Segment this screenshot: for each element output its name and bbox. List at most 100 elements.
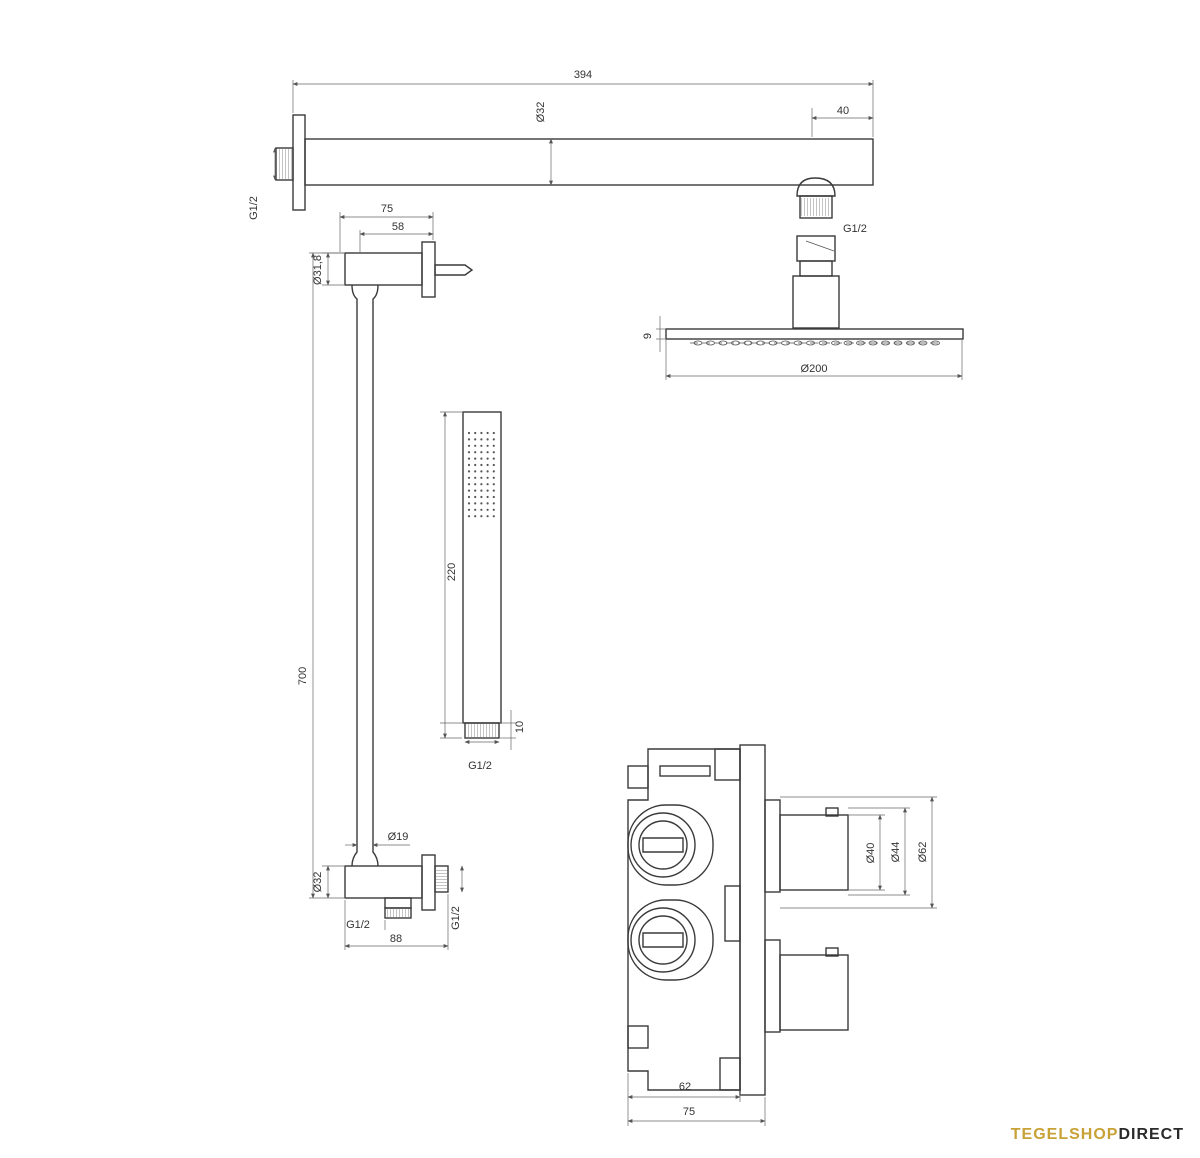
dim-arm-end: 40 bbox=[837, 105, 849, 117]
spray-nozzle bbox=[486, 451, 489, 454]
rain-nozzle bbox=[881, 340, 890, 346]
spray-nozzle bbox=[492, 444, 495, 447]
rain-nozzle bbox=[931, 340, 940, 346]
rain-nozzle bbox=[781, 340, 790, 346]
rain-nozzle bbox=[806, 340, 815, 346]
spray-nozzle bbox=[474, 431, 477, 435]
rain-nozzle bbox=[893, 340, 903, 346]
spray-nozzle bbox=[492, 495, 495, 499]
concealed-valve bbox=[627, 744, 849, 1096]
spray-nozzle bbox=[467, 457, 471, 460]
dim-arm-length: 394 bbox=[574, 69, 592, 81]
spray-nozzle bbox=[492, 431, 495, 435]
spray-nozzle bbox=[467, 470, 471, 473]
dim-hand-thread-len: 10 bbox=[514, 721, 526, 733]
rain-nozzle bbox=[906, 340, 915, 346]
rain-nozzle bbox=[693, 340, 703, 346]
spray-nozzle bbox=[474, 438, 477, 441]
rain-nozzle bbox=[731, 340, 740, 346]
spray-nozzle bbox=[492, 508, 495, 511]
spray-nozzle bbox=[486, 470, 489, 473]
rain-nozzle bbox=[868, 340, 878, 346]
spray-nozzle bbox=[480, 470, 483, 473]
dim-arm-diameter: Ø32 bbox=[535, 102, 547, 123]
spray-nozzle bbox=[474, 444, 477, 447]
spray-nozzle bbox=[467, 495, 471, 499]
spray-nozzle bbox=[467, 515, 471, 518]
spray-nozzle bbox=[492, 457, 495, 460]
spray-nozzle bbox=[486, 502, 489, 505]
rain-nozzle bbox=[793, 340, 803, 346]
rain-nozzle bbox=[756, 340, 765, 346]
rain-nozzle bbox=[768, 340, 778, 346]
dim-valve-d62: Ø62 bbox=[917, 842, 929, 863]
spray-nozzle bbox=[480, 515, 483, 518]
spray-nozzle bbox=[474, 515, 477, 518]
spray-nozzle bbox=[467, 508, 471, 511]
spray-nozzle bbox=[474, 489, 477, 492]
spray-nozzle bbox=[486, 515, 489, 518]
spray-nozzle bbox=[474, 502, 477, 505]
rain-nozzle bbox=[831, 340, 840, 346]
spray-nozzle bbox=[480, 476, 483, 479]
spray-nozzle bbox=[467, 444, 471, 447]
dim-hand-length: 220 bbox=[446, 563, 458, 581]
dim-valve-d40: Ø40 bbox=[865, 843, 877, 864]
spray-nozzle bbox=[474, 457, 477, 460]
dim-outlet-thread-left: G1/2 bbox=[346, 919, 370, 931]
spray-nozzle bbox=[486, 438, 489, 441]
spray-nozzle bbox=[486, 463, 489, 467]
spray-nozzle bbox=[492, 515, 495, 518]
dim-hand-thread: G1/2 bbox=[468, 760, 492, 772]
dim-holder-diameter: Ø31,8 bbox=[312, 255, 324, 285]
spray-nozzle bbox=[474, 463, 477, 467]
brand-logo: TEGELSHOPDIRECT bbox=[1010, 1126, 1184, 1143]
spray-nozzle bbox=[480, 508, 483, 511]
rain-nozzle bbox=[706, 340, 715, 346]
spray-nozzle bbox=[480, 502, 483, 505]
spray-nozzle bbox=[492, 451, 495, 454]
dim-arm-thread-left: G1/2 bbox=[248, 196, 260, 220]
spray-nozzle bbox=[467, 476, 471, 479]
spray-nozzle bbox=[467, 489, 471, 492]
spray-nozzle bbox=[474, 476, 477, 479]
rain-nozzle bbox=[843, 340, 853, 346]
hand-shower bbox=[462, 411, 502, 739]
spray-nozzle bbox=[480, 483, 483, 486]
spray-nozzle bbox=[467, 463, 471, 467]
spray-nozzle bbox=[486, 483, 489, 486]
dim-outlet-width: 88 bbox=[390, 933, 402, 945]
spray-nozzle bbox=[480, 444, 483, 447]
dim-holder-inner: 58 bbox=[392, 221, 404, 233]
spray-nozzle bbox=[492, 483, 495, 486]
spray-nozzle bbox=[486, 508, 489, 511]
spray-nozzle bbox=[467, 431, 471, 435]
rain-nozzle bbox=[856, 340, 865, 346]
spray-nozzle bbox=[480, 489, 483, 492]
spray-nozzle bbox=[486, 476, 489, 479]
spray-nozzle bbox=[492, 463, 495, 467]
rain-nozzle bbox=[818, 340, 828, 346]
dim-valve-depth-inner: 62 bbox=[679, 1081, 691, 1093]
spray-nozzle bbox=[486, 489, 489, 492]
spray-nozzle bbox=[480, 495, 483, 499]
dim-arm-thread: G1/2 bbox=[843, 223, 867, 235]
spray-nozzle bbox=[467, 451, 471, 454]
spray-nozzle bbox=[474, 495, 477, 499]
dim-holder-width: 75 bbox=[381, 203, 393, 215]
spray-nozzle bbox=[492, 470, 495, 473]
spray-nozzle bbox=[474, 470, 477, 473]
spray-nozzle bbox=[480, 457, 483, 460]
rain-nozzle bbox=[743, 340, 753, 346]
spray-nozzle bbox=[480, 463, 483, 467]
dim-outlet-thread-right: G1/2 bbox=[450, 906, 462, 930]
slide-bar bbox=[344, 241, 474, 919]
spray-nozzle bbox=[486, 457, 489, 460]
spray-nozzle bbox=[467, 438, 471, 441]
spray-nozzle bbox=[474, 483, 477, 486]
dim-outlet-diameter: Ø32 bbox=[312, 872, 324, 893]
shower-arm bbox=[275, 114, 874, 329]
dim-head-diameter: Ø200 bbox=[801, 363, 828, 375]
spray-nozzle bbox=[492, 502, 495, 505]
